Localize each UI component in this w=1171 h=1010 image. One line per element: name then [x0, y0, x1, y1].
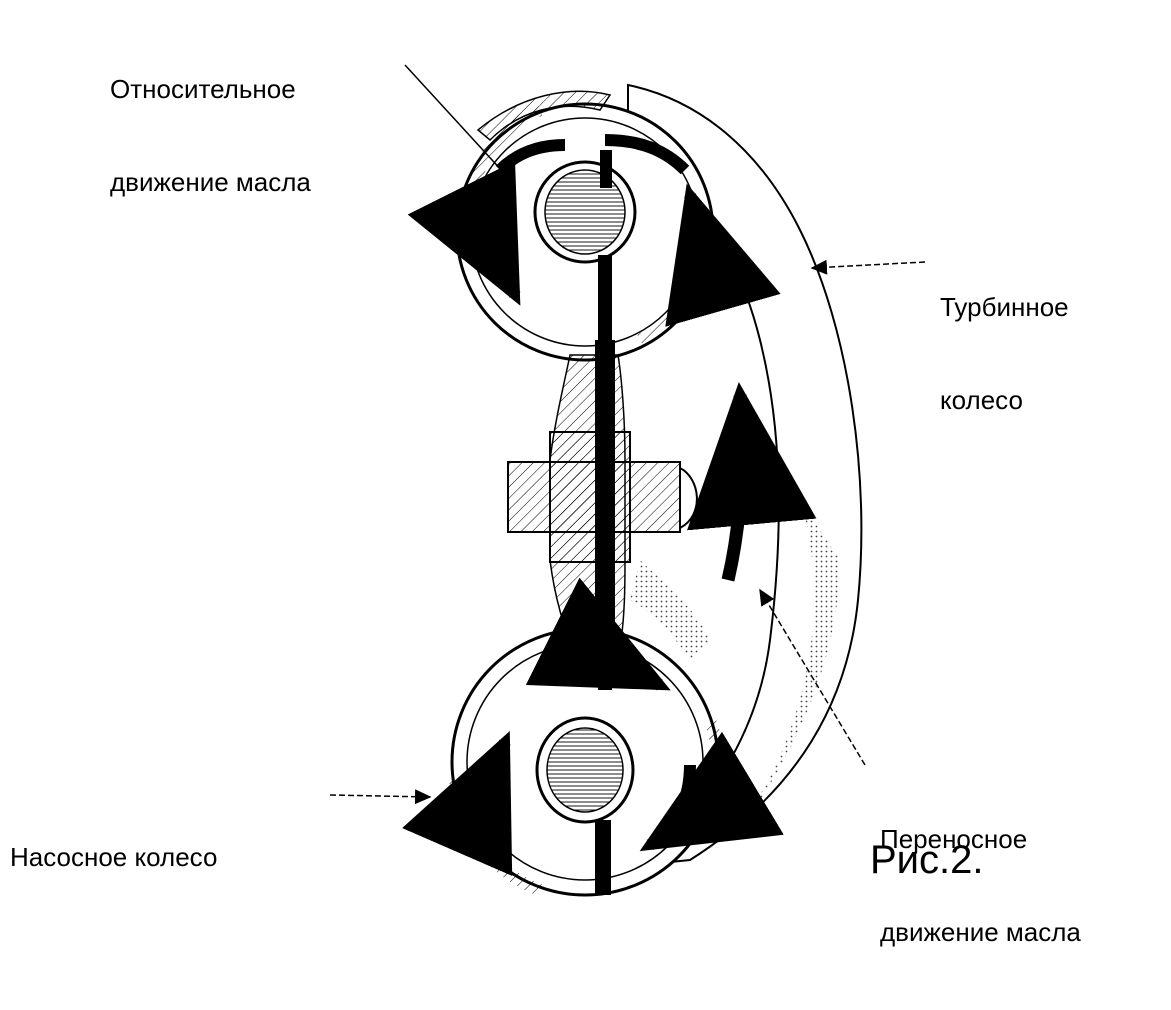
- torque-converter-diagram: Относительное движение масла Турбинное к…: [0, 0, 1171, 901]
- label-relative-oil-motion: Относительное движение масла: [110, 12, 311, 260]
- label-turbine-wheel: Турбинное колесо: [940, 230, 1069, 478]
- label-pump-wheel: Насосное колесо: [10, 780, 217, 935]
- label-transfer-oil-motion: Переносное движение масла: [880, 762, 1081, 1010]
- leader-turbine: [812, 262, 925, 268]
- label-transfer-line-2: движение масла: [880, 917, 1081, 948]
- label-relative-line-1: Относительное: [110, 74, 311, 105]
- label-relative-line-2: движение масла: [110, 167, 311, 198]
- transfer-flow-arrow: [728, 395, 742, 580]
- lower-torus: [452, 629, 718, 895]
- leader-pump: [330, 795, 430, 797]
- figure-caption: Рис.2.: [870, 838, 984, 882]
- label-pump-line-1: Насосное колесо: [10, 842, 217, 873]
- label-turbine-line-1: Турбинное: [940, 292, 1069, 323]
- label-turbine-line-2: колесо: [940, 385, 1069, 416]
